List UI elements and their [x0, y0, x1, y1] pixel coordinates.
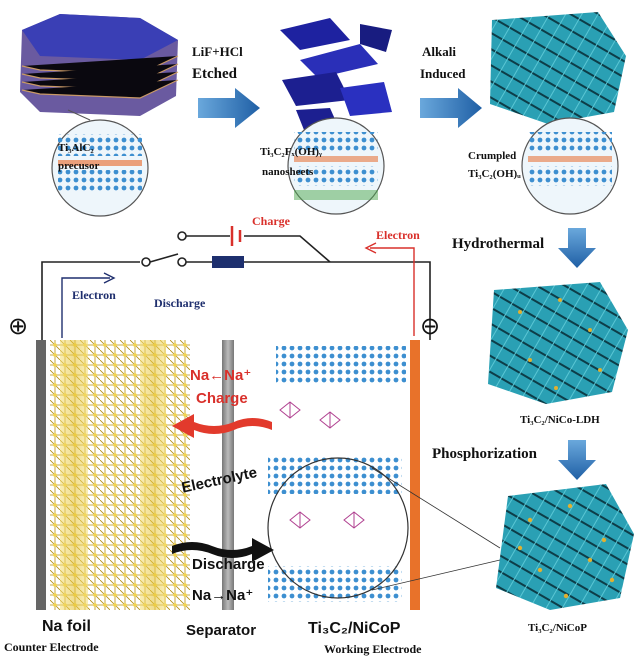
induced-label: Induced — [420, 66, 466, 81]
discharge-flow-arrow — [172, 538, 274, 562]
separator-membrane — [222, 340, 234, 610]
phosphorization-arrow — [558, 440, 596, 480]
nicop-image — [496, 484, 634, 610]
positive-terminal-symbol: ⊕ — [8, 312, 29, 340]
mxene-layers — [268, 346, 406, 602]
electron-right-label: Electron — [376, 228, 420, 242]
crumpled-circle — [521, 117, 619, 215]
discharge-circuit-label: Discharge — [154, 296, 206, 310]
zoom-circle — [267, 457, 409, 599]
alkali-arrow — [420, 88, 482, 128]
charge-circuit-label: Charge — [252, 214, 290, 228]
etch-reagent-label: LiF+HCl — [192, 44, 243, 59]
nanosheet-label-line2: nanosheets — [262, 166, 314, 178]
load-resistor — [212, 256, 244, 268]
nicop-label: Ti₃C₂/NiCoP — [528, 622, 587, 634]
electron-left-arrow — [61, 277, 110, 338]
separator-label: Separator — [186, 622, 257, 639]
etch-arrow — [198, 88, 260, 128]
na-foil-label: Na foil — [42, 618, 91, 635]
electron-left-label: Electron — [72, 288, 116, 302]
counter-electrode-plate — [36, 340, 46, 610]
charge-cell-label: Charge — [196, 390, 248, 407]
crumpled-label-line1: Crumpled — [468, 150, 517, 162]
charge-flow-arrow — [172, 414, 272, 438]
nanosheets-circle — [287, 117, 385, 215]
circuit-wires — [41, 231, 431, 340]
negative-terminal-symbol: ⊖ — [420, 312, 441, 340]
precursor-block — [20, 14, 179, 116]
nanosheet-label-line1: Ti₃C₂Fₓ(OH)ᵧ — [260, 146, 323, 158]
crumpled-image — [490, 12, 626, 124]
discharge-cell-label: Discharge — [192, 556, 265, 573]
working-material-label: Ti₃C₂/NiCoP — [308, 620, 401, 637]
precursor-circle — [51, 109, 149, 217]
electron-right-arrow — [370, 247, 415, 336]
hydrothermal-arrow — [558, 228, 596, 268]
crumpled-label-line2: Ti₃C₂(OH)ᵤ — [468, 168, 521, 180]
working-electrode-plate — [410, 340, 420, 610]
nanosheets-image — [280, 18, 392, 130]
ldh-image — [488, 282, 628, 404]
na-reduction-label: Na←Na⁺ — [190, 367, 252, 384]
hydrothermal-label: Hydrothermal — [452, 236, 545, 252]
ldh-label: Ti₃C₂/NiCo-LDH — [520, 414, 600, 426]
etched-label: Etched — [192, 66, 237, 82]
working-electrode-label: Working Electrode — [324, 642, 422, 656]
alkali-label: Alkali — [422, 44, 456, 59]
precursor-label-line2: precusor — [58, 160, 100, 172]
precursor-label-line1: Ti₃AlC₂ — [58, 142, 94, 154]
counter-electrode-label: Counter Electrode — [4, 640, 99, 654]
na-oxidation-label: Na→Na⁺ — [192, 587, 254, 604]
phosphorization-label: Phosphorization — [432, 446, 538, 462]
battery-symbol — [230, 226, 242, 246]
